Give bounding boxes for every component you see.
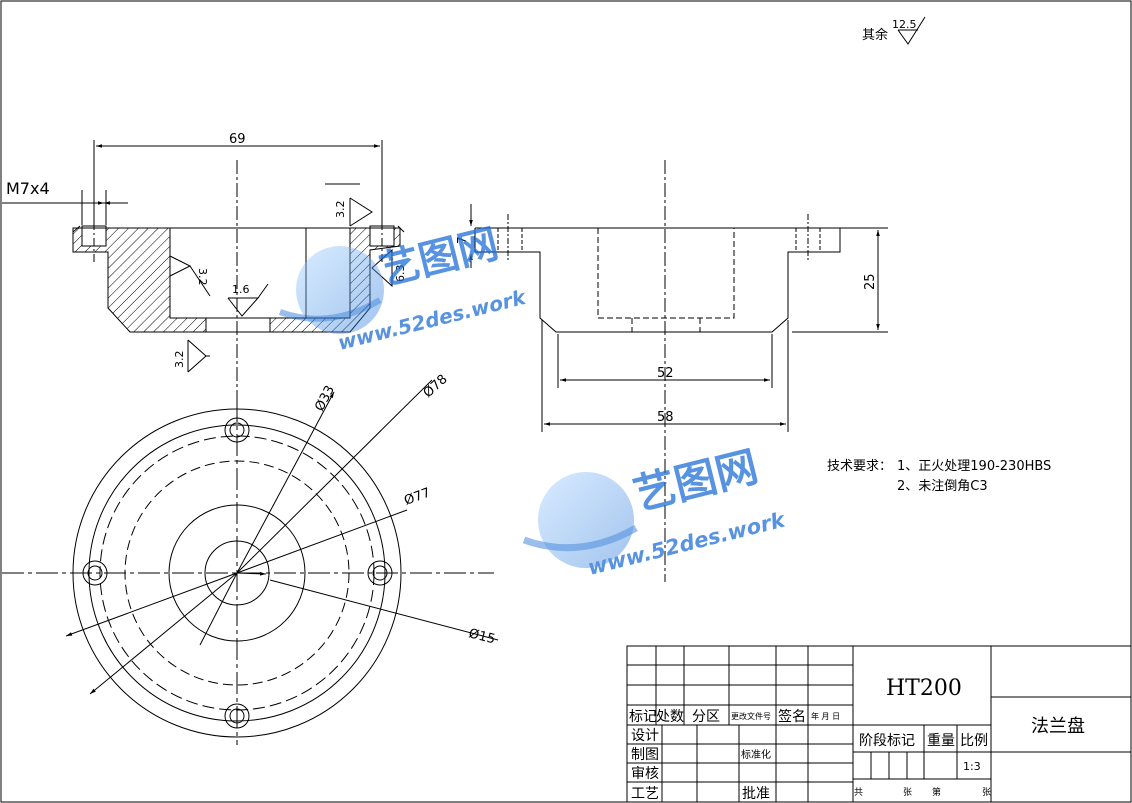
- row-process: 工艺: [631, 786, 659, 802]
- roughness-prefix: 其余: [862, 27, 888, 43]
- stage-mark-label: 阶段标记: [859, 733, 915, 749]
- th-docno: 更改文件号: [731, 711, 771, 721]
- dim-69: [93, 140, 383, 225]
- watermark-logo-icon: [296, 246, 384, 334]
- scale-value: 1:3: [963, 760, 981, 773]
- tech-req-item1: 1、正火处理190-230HBS: [897, 459, 1051, 474]
- roughness-value: 12.5: [892, 18, 917, 31]
- dim-7-label: 7: [455, 236, 469, 244]
- th-mark: 标记: [629, 709, 657, 725]
- elevation-view: [474, 160, 880, 582]
- thread-label: M7x4: [6, 179, 50, 198]
- sheet-nth-label: 第: [932, 786, 941, 798]
- dim-52: [557, 334, 773, 388]
- row-check: 审核: [631, 766, 659, 782]
- watermark-brand-2: 艺图网: [629, 442, 763, 520]
- dim-thread: [2, 190, 128, 225]
- dim-69-label: 69: [229, 132, 246, 147]
- watermark-logo-icon-2: [538, 472, 634, 568]
- row-design: 设计: [631, 728, 659, 744]
- sheet-total-label: 共: [854, 787, 863, 798]
- tech-req-title: 技术要求：: [827, 459, 892, 474]
- title-block: [626, 645, 1132, 803]
- roughness-32-b-label: 3.2: [196, 268, 209, 286]
- th-sign: 签名: [778, 708, 806, 725]
- default-roughness-note: 其余 12.5: [862, 16, 926, 45]
- weight-label: 重量: [927, 733, 955, 749]
- th-count: 处数: [656, 709, 684, 725]
- scale-label: 比例: [960, 733, 988, 749]
- roughness-32-a-label: 3.2: [334, 201, 347, 219]
- standardize-label: 标准化: [741, 748, 771, 761]
- approve-label: 批准: [742, 786, 770, 802]
- roughness-32-a: [325, 183, 373, 227]
- part-name: 法兰盘: [1031, 716, 1085, 737]
- roughness-32-b: [169, 255, 211, 297]
- watermark-1: 艺图网 www.52des.work: [278, 221, 529, 355]
- dim-25-label: 25: [863, 273, 878, 290]
- dim-15-label: Ø15: [467, 626, 497, 647]
- sheet-sheets-label: 张: [903, 787, 912, 798]
- th-zone: 分区: [692, 709, 720, 725]
- sheet-sheet-label: 张: [982, 787, 991, 798]
- roughness-32-c: [187, 339, 210, 373]
- dim-52-label: 52: [657, 366, 674, 381]
- row-draw: 制图: [631, 747, 659, 763]
- roughness-63-label: 6.3: [394, 265, 407, 283]
- material: HT200: [886, 676, 962, 701]
- plan-view: [2, 379, 499, 745]
- tech-req-item2: 2、未注倒角C3: [897, 479, 988, 494]
- th-date: 年 月 日: [811, 711, 840, 721]
- roughness-16: [227, 283, 269, 317]
- roughness-32-c-label: 3.2: [173, 351, 186, 369]
- dim-58: [541, 320, 789, 432]
- roughness-symbol: [897, 16, 926, 45]
- roughness-16-label: 1.6: [232, 283, 250, 296]
- dim-77-label: Ø77: [402, 486, 432, 509]
- dim-33-label: Ø33: [312, 383, 338, 414]
- dim-25: [792, 227, 888, 333]
- dim-78-label: Ø78: [421, 372, 451, 401]
- watermark-2: 艺图网 www.52des.work: [522, 442, 789, 580]
- dim-58-label: 58: [657, 410, 674, 425]
